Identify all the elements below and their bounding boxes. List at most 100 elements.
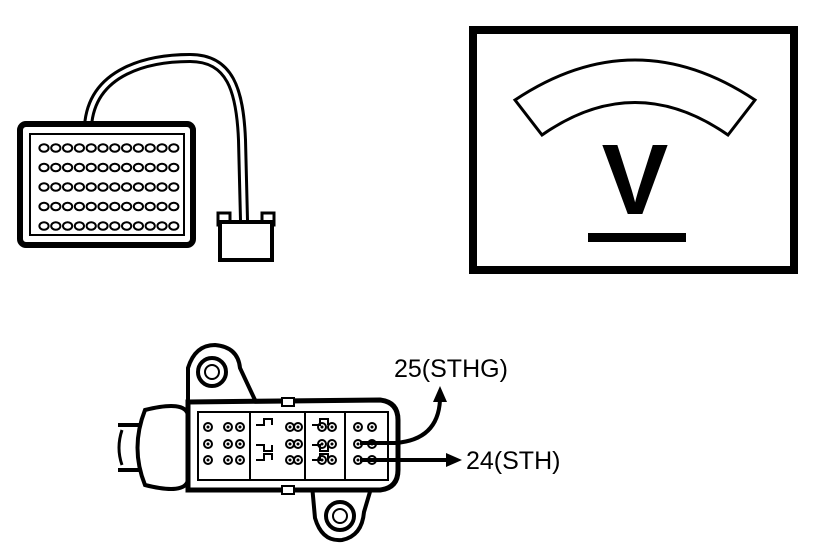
terminal-25-wire bbox=[360, 399, 442, 445]
breakout-pin bbox=[144, 143, 156, 153]
breakout-pin bbox=[73, 143, 86, 153]
breakout-pin bbox=[144, 201, 156, 212]
breakout-pin bbox=[109, 221, 121, 231]
breakout-pin bbox=[97, 221, 109, 231]
breakout-pin bbox=[85, 221, 97, 231]
breakout-pin bbox=[62, 162, 74, 173]
breakout-pin bbox=[85, 182, 97, 192]
breakout-pin bbox=[156, 201, 168, 212]
connector-icon bbox=[117, 342, 462, 543]
breakout-pin bbox=[73, 201, 86, 212]
breakout-pin bbox=[62, 221, 74, 231]
breakout-pin bbox=[38, 143, 50, 153]
breakout-pin bbox=[144, 182, 156, 192]
terminal-pin bbox=[226, 458, 230, 462]
terminal-25-label: 25(STHG) bbox=[394, 355, 508, 383]
breakout-pin bbox=[156, 221, 168, 231]
breakout-pin bbox=[50, 182, 62, 192]
voltmeter-symbol: V bbox=[602, 124, 669, 236]
voltmeter-icon: V bbox=[469, 26, 798, 274]
terminal-pin bbox=[238, 425, 242, 429]
breakout-pin bbox=[97, 143, 109, 153]
terminal-pin bbox=[296, 442, 300, 446]
voltmeter-scale-arc bbox=[512, 58, 758, 138]
breakout-pin bbox=[38, 221, 50, 231]
breakout-pin bbox=[50, 143, 62, 153]
breakout-pin bbox=[73, 162, 86, 173]
terminal-pin bbox=[238, 442, 242, 446]
terminal-24-label: 24(STH) bbox=[466, 447, 560, 475]
breakout-pin bbox=[168, 182, 180, 192]
breakout-pin bbox=[85, 162, 97, 173]
breakout-pin bbox=[50, 221, 62, 231]
terminal-25-arrow bbox=[433, 386, 447, 402]
breakout-pin bbox=[121, 143, 133, 153]
breakout-pin bbox=[168, 201, 180, 212]
terminal-pin bbox=[356, 425, 360, 429]
breakout-pin bbox=[109, 143, 121, 153]
breakout-pin bbox=[168, 162, 180, 173]
terminal-pin bbox=[206, 458, 210, 462]
breakout-pin bbox=[38, 201, 50, 212]
breakout-pin bbox=[62, 201, 74, 212]
terminal-pin bbox=[356, 458, 360, 462]
breakout-pin bbox=[121, 201, 133, 212]
breakout-pin bbox=[62, 143, 74, 153]
breakout-pin bbox=[97, 201, 109, 212]
terminal-pin bbox=[288, 458, 292, 462]
terminal-pin bbox=[330, 442, 334, 446]
connector-boot bbox=[135, 404, 190, 491]
breakout-pin bbox=[132, 162, 144, 173]
terminal-pin bbox=[288, 442, 292, 446]
terminal-pin bbox=[330, 458, 334, 462]
terminal-pin bbox=[288, 425, 292, 429]
breakout-pin bbox=[85, 143, 97, 153]
terminal-pin bbox=[296, 425, 300, 429]
breakout-pin bbox=[144, 162, 156, 173]
breakout-pin bbox=[121, 162, 133, 173]
breakout-pin bbox=[62, 182, 74, 192]
breakout-box-icon bbox=[17, 52, 276, 262]
terminal-pin bbox=[206, 442, 210, 446]
terminal-pin bbox=[296, 458, 300, 462]
breakout-pin bbox=[50, 201, 62, 212]
terminal-pin bbox=[226, 425, 230, 429]
terminal-pin bbox=[206, 425, 210, 429]
breakout-pin bbox=[73, 221, 86, 231]
terminal-pin bbox=[330, 425, 334, 429]
terminal-pin bbox=[370, 425, 374, 429]
breakout-pin bbox=[168, 143, 180, 153]
breakout-pin bbox=[132, 201, 144, 212]
breakout-pin bbox=[73, 182, 86, 192]
breakout-pin bbox=[144, 221, 156, 231]
breakout-pin bbox=[97, 182, 109, 192]
dc-bar bbox=[588, 233, 686, 242]
breakout-pin bbox=[109, 162, 121, 173]
breakout-pin bbox=[97, 162, 109, 173]
breakout-pin bbox=[156, 143, 168, 153]
connector-cavities bbox=[203, 422, 377, 465]
breakout-plug bbox=[216, 211, 276, 262]
breakout-pin-grid bbox=[38, 143, 180, 231]
breakout-pin bbox=[38, 182, 50, 192]
breakout-pin bbox=[109, 201, 121, 212]
breakout-pin bbox=[132, 143, 144, 153]
terminal-pin bbox=[226, 442, 230, 446]
breakout-pin bbox=[156, 182, 168, 192]
breakout-pin bbox=[50, 162, 62, 173]
terminal-pin bbox=[320, 458, 324, 462]
terminal-pin bbox=[356, 442, 360, 446]
breakout-pin bbox=[38, 162, 50, 173]
terminal-pin bbox=[238, 458, 242, 462]
breakout-pin bbox=[168, 221, 180, 231]
terminal-pin bbox=[320, 442, 324, 446]
breakout-pin bbox=[121, 182, 133, 192]
breakout-pin bbox=[132, 182, 144, 192]
terminal-pin bbox=[320, 425, 324, 429]
breakout-pin bbox=[85, 201, 97, 212]
breakout-pin bbox=[121, 221, 133, 231]
breakout-pin bbox=[132, 221, 144, 231]
terminal-24-arrow bbox=[446, 453, 462, 467]
breakout-pin bbox=[109, 182, 121, 192]
